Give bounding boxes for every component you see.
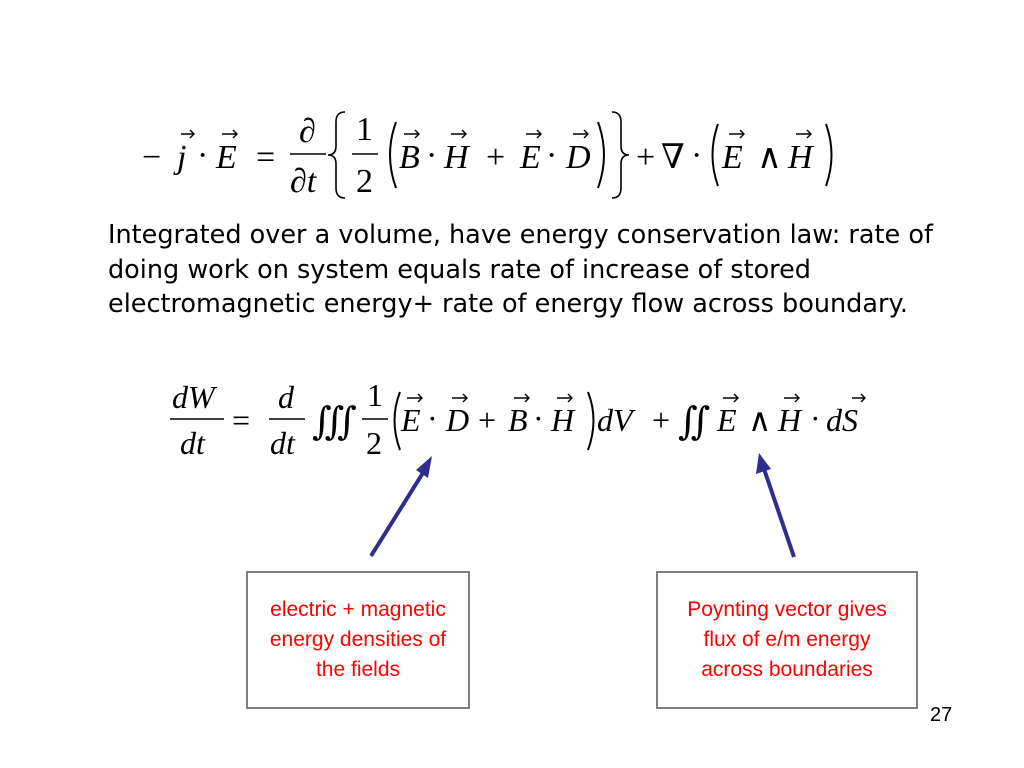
eq1-half-den: 2: [356, 163, 373, 200]
eq1-minus: −: [142, 139, 161, 176]
eq2-plus2: +: [652, 402, 670, 438]
eq1-dot1: ·: [197, 137, 208, 174]
eq1-right-brace: [611, 111, 630, 199]
eq2-plus1: +: [478, 402, 496, 438]
eq2-dot2: ·: [533, 400, 544, 436]
eq2-D: D: [445, 402, 469, 438]
eq2-paren-left: [393, 391, 401, 451]
explanation-paragraph: Integrated over a volume, have energy co…: [108, 220, 933, 319]
poynting-vector-box: Poynting vector gives flux of e/m energy…: [656, 571, 918, 709]
eq2-dot3: ·: [810, 400, 821, 436]
eq1-wedge: ∧: [757, 139, 782, 176]
eq1-left-brace: [327, 111, 346, 199]
eq1-B: B: [399, 139, 420, 176]
eq1-paren2-right: [825, 123, 833, 187]
eq2-d: d: [278, 379, 295, 415]
eq2-E2: E: [716, 402, 737, 438]
eq1-D: D: [565, 139, 591, 176]
equation-poynting-local: − j · E = ∂ ∂t 1 2 B · H + E · D: [142, 111, 833, 200]
eq1-H2: H: [787, 139, 815, 176]
eq2-triple-integral: ∭: [312, 401, 357, 443]
eq1-dot2: ·: [426, 137, 437, 174]
eq2-dt1: dt: [180, 425, 206, 461]
eq2-wedge: ∧: [748, 402, 771, 438]
eq2-H1: H: [550, 402, 576, 438]
eq2-dW: dW: [172, 379, 218, 415]
eq1-j: j: [173, 139, 186, 176]
energy-density-box: electric + magnetic energy densities of …: [246, 571, 470, 709]
eq2-dV: dV: [597, 402, 636, 438]
eq2-half-den: 2: [366, 425, 382, 461]
eq2-equals: =: [232, 402, 250, 438]
poynting-vector-label: Poynting vector gives flux of e/m energy…: [687, 598, 887, 681]
eq2-half-num: 1: [367, 377, 383, 413]
eq1-dot3: ·: [546, 137, 557, 174]
eq1-paren-right: [597, 121, 605, 189]
eq2-H2: H: [777, 402, 803, 438]
eq1-partial-den: ∂t: [290, 163, 318, 200]
eq2-double-integral: ∬: [678, 401, 710, 443]
energy-density-label: electric + magnetic energy densities of …: [269, 598, 447, 681]
eq2-dS: dS: [826, 402, 858, 438]
eq1-equals: =: [256, 139, 275, 176]
eq1-H1: H: [443, 139, 471, 176]
eq2-dt2: dt: [270, 425, 296, 461]
eq2-E1: E: [400, 402, 421, 438]
eq1-paren2-left: [711, 123, 719, 187]
equation-energy-integral: dW dt = d dt ∭ 1 2 E · D + B · H dV + ∬ …: [170, 377, 866, 461]
eq1-partial-num: ∂: [299, 113, 316, 150]
eq1-plus1: +: [486, 139, 505, 176]
page-number: 27: [930, 704, 953, 726]
eq2-dot1: ·: [427, 400, 438, 436]
eq1-E1: E: [215, 139, 237, 176]
eq1-half-num: 1: [356, 111, 373, 148]
eq1-dot4: ·: [691, 137, 702, 174]
eq1-plus2: +: [636, 139, 655, 176]
eq2-paren-right: [587, 391, 595, 451]
eq1-E2: E: [519, 139, 541, 176]
eq1-paren-left: [389, 121, 397, 189]
eq2-B: B: [508, 402, 528, 438]
eq1-E3: E: [721, 139, 743, 176]
eq1-nabla: ∇: [661, 139, 685, 176]
